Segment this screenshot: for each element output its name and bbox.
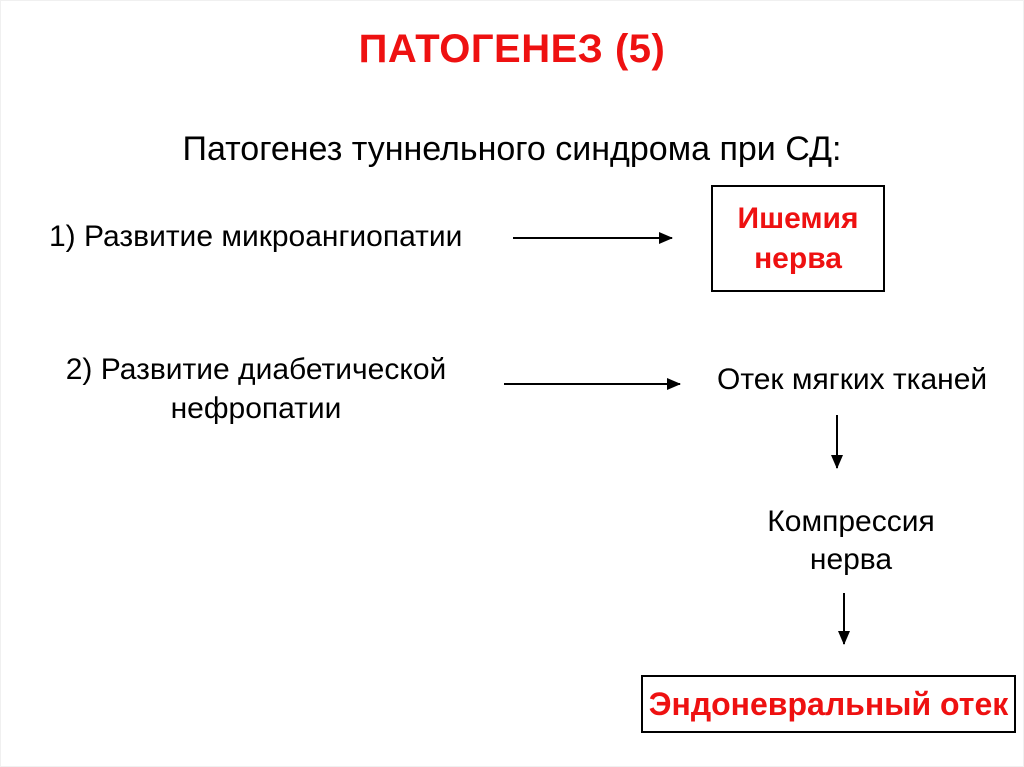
- slide-title: ПАТОГЕНЕЗ (5): [358, 27, 666, 71]
- node-nerve-ischemia-box: Ишемия нерва: [711, 185, 885, 292]
- node-soft-tissue-edema-label: Отек мягких тканей: [717, 363, 988, 396]
- node-nerve-ischemia-label: Ишемия нерва: [737, 201, 859, 275]
- node-endoneural-edema-box: Эндоневральный отек: [641, 675, 1016, 733]
- node-nerve-compression-label: Компрессия нерва: [767, 505, 935, 576]
- slide-subtitle: Патогенез туннельного синдрома при СД:: [182, 130, 842, 168]
- step-2-nephropathy-label: 2) Развитие диабетической нефропатии: [65, 353, 447, 425]
- step-1-microangiopathy-label: 1) Развитие микроангиопатии: [49, 220, 463, 253]
- node-endoneural-edema-label: Эндоневральный отек: [648, 686, 1009, 722]
